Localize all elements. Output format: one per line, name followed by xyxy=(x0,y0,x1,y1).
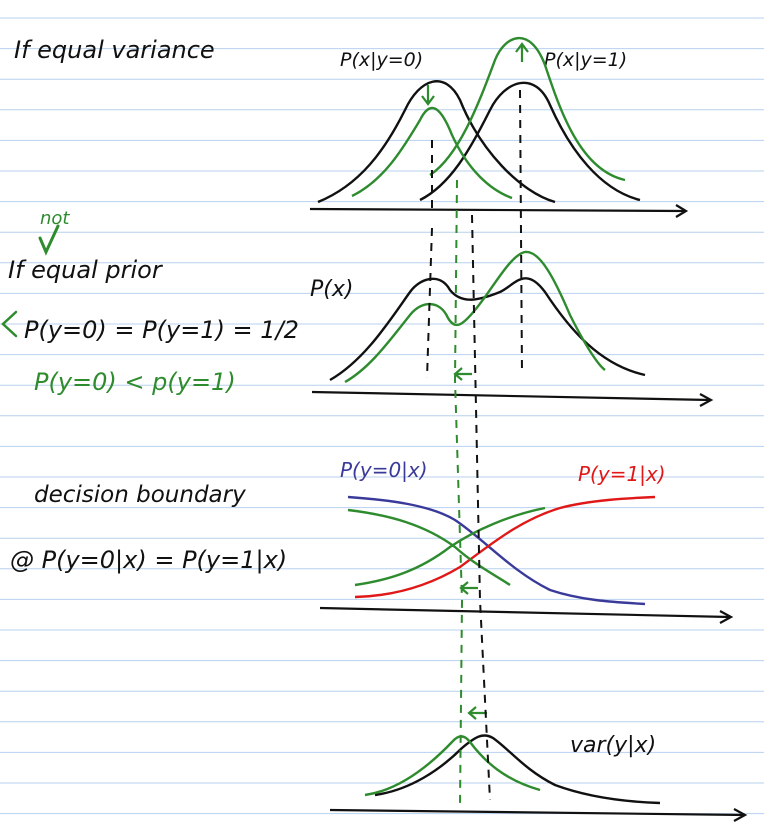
heading-equal-variance: If equal variance xyxy=(14,36,215,64)
less-than-mark xyxy=(1,310,18,338)
equal-prior-equation: P(y=0) = P(y=1) = 1/2 xyxy=(24,316,299,344)
dashed-guides xyxy=(426,89,523,806)
insertion-check-mark xyxy=(38,224,60,256)
curve-p-x-given-y0 xyxy=(317,80,556,204)
panel-variance: var(y|x) xyxy=(329,706,748,822)
guide-peak-y0 xyxy=(426,227,433,379)
arrow-left-icon xyxy=(459,581,478,595)
curve-variance-unequal-prior xyxy=(364,735,541,797)
axis-line xyxy=(319,606,731,619)
axis-arrow xyxy=(719,610,734,624)
curve-posterior-y1 xyxy=(354,495,656,599)
arrow-left-icon xyxy=(467,706,487,720)
curve-variance-equal-prior xyxy=(374,734,661,805)
label-p-x: P(x) xyxy=(310,277,353,302)
label-p-x-given-y0: P(x|y=0) xyxy=(340,49,423,71)
panel-posterior: P(y=0|x) P(y=1|x) xyxy=(319,458,734,624)
left-notes: If equal variance not If equal prior P(y… xyxy=(1,36,299,574)
curve-posterior-unequal-y0 xyxy=(347,508,511,586)
axis-arrow xyxy=(675,204,689,218)
curve-p-x-given-y1 xyxy=(419,81,641,202)
arrow-left-icon xyxy=(453,367,472,381)
panel-marginal: P(x) xyxy=(310,250,714,407)
panel-likelihoods: P(x|y=0) P(x|y=1) xyxy=(309,36,689,218)
arrow-up-icon xyxy=(515,42,529,62)
heading-equal-prior: If equal prior xyxy=(8,256,164,284)
axis-arrow xyxy=(733,808,748,822)
label-p-x-given-y1: P(x|y=1) xyxy=(544,49,627,71)
axis-line xyxy=(329,808,746,817)
curve-marginal-equal-prior xyxy=(329,277,646,382)
annotation-not: not xyxy=(40,208,70,229)
axis-line xyxy=(311,390,711,402)
axis-line xyxy=(309,207,686,213)
guide-unequal-prior-boundary xyxy=(453,179,464,806)
curve-marginal-unequal-prior xyxy=(344,250,606,384)
arrow-down-icon xyxy=(421,85,435,106)
ruled-lines xyxy=(0,17,764,815)
unequal-prior-equation: P(y=0) < p(y=1) xyxy=(34,368,236,396)
decision-boundary-heading: decision boundary xyxy=(34,482,246,508)
guide-peak-y1 xyxy=(519,89,523,376)
label-p-y1-given-x: P(y=1|x) xyxy=(578,462,666,486)
curve-scaled-y0 xyxy=(351,106,513,200)
label-var-y-given-x: var(y|x) xyxy=(570,733,656,758)
decision-boundary-condition: @ P(y=0|x) = P(y=1|x) xyxy=(10,546,287,574)
label-p-y0-given-x: P(y=0|x) xyxy=(340,458,428,482)
axis-arrow xyxy=(699,393,714,407)
curve-scaled-y1 xyxy=(429,36,626,182)
curve-posterior-unequal-y1 xyxy=(354,506,546,587)
curve-posterior-y0 xyxy=(347,495,646,606)
